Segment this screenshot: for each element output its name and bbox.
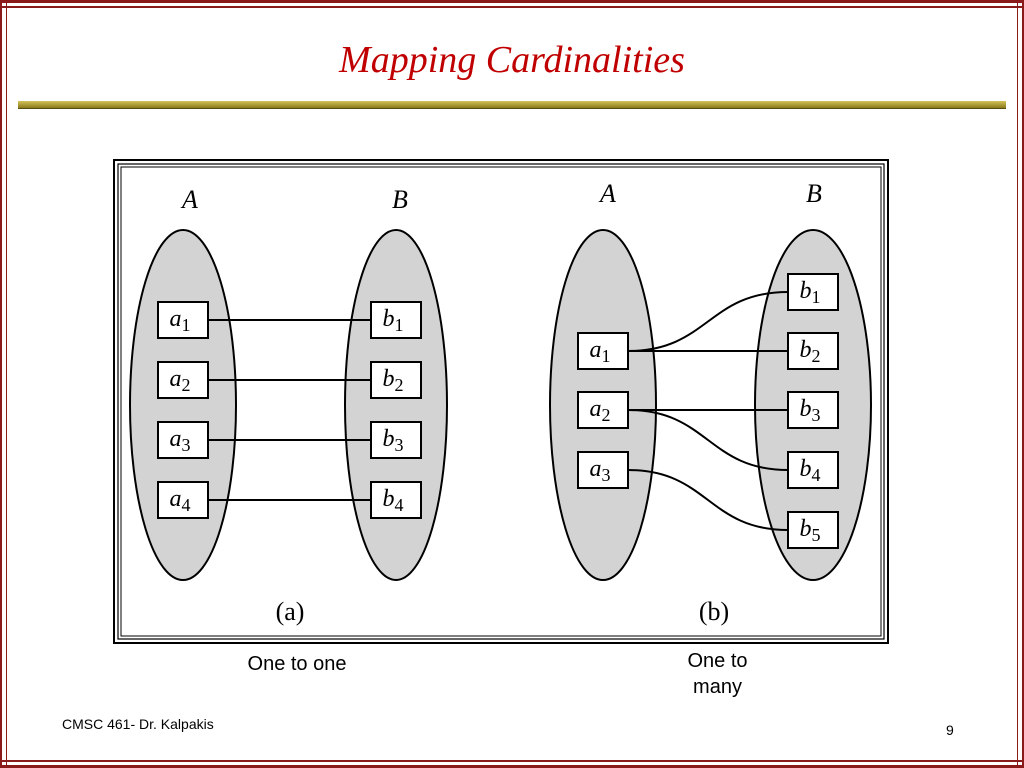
caption-one-to-many-line1: One to	[687, 650, 748, 672]
element-boxes: a1 a2 a3 a4 b1 b2 b3 b4 a1 a2 a3 b1 b2 b3 b4 b5	[157, 273, 839, 549]
element-a1-label: a1	[170, 306, 191, 335]
frame-top-outer	[0, 0, 1024, 3]
panel-a-set-b-label: B	[392, 185, 408, 214]
element-b2-box: b2	[787, 332, 839, 370]
footer-course: CMSC 461- Dr. Kalpakis	[62, 716, 214, 732]
panel-b-connector	[627, 291, 789, 352]
panel-b-connectors	[627, 291, 789, 531]
panel-a-label: (a)	[276, 597, 305, 626]
frame-right-inner	[1017, 0, 1018, 768]
element-b1-box: b1	[787, 273, 839, 311]
frame-left-inner	[6, 0, 7, 768]
element-b4-box: b4	[370, 481, 422, 519]
frame-bottom-inner	[0, 760, 1024, 762]
figure-border-inner	[117, 163, 885, 640]
figure-border-innermost	[120, 166, 882, 637]
panel-b-label: (b)	[699, 597, 729, 626]
element-a2-label: a2	[590, 396, 611, 425]
element-a1-box: a1	[577, 332, 629, 370]
element-a4-label: a4	[170, 486, 191, 515]
panel-a-connectors	[208, 319, 371, 501]
element-a3-label: a3	[170, 426, 191, 455]
element-a3-box: a3	[157, 421, 209, 459]
panel-b-set-a-label: A	[598, 179, 616, 208]
element-b2-label: b2	[383, 366, 404, 395]
element-b3-label: b3	[383, 426, 404, 455]
panel-b-set-b-label: B	[806, 179, 822, 208]
element-b1-label: b1	[383, 306, 404, 335]
element-a2-box: a2	[157, 361, 209, 399]
frame-top-inner	[0, 6, 1024, 8]
element-b1-box: b1	[370, 301, 422, 339]
element-b5-box: b5	[787, 511, 839, 549]
panel-b-connector	[627, 409, 789, 471]
element-b5-label: b5	[800, 516, 821, 545]
title-rule	[18, 101, 1006, 109]
caption-one-to-many-line2: many	[693, 676, 742, 698]
element-a1-box: a1	[157, 301, 209, 339]
element-b2-label: b2	[800, 337, 821, 366]
element-b1-label: b1	[800, 278, 821, 307]
element-b4-box: b4	[787, 451, 839, 489]
panel-a-set-a-ellipse	[129, 229, 237, 581]
element-a1-label: a1	[590, 337, 611, 366]
element-a4-box: a4	[157, 481, 209, 519]
caption-one-to-many: One to many	[660, 648, 775, 700]
element-a3-label: a3	[590, 456, 611, 485]
page-number: 9	[946, 722, 954, 738]
element-b3-box: b3	[787, 391, 839, 429]
panel-b-connector	[627, 469, 789, 531]
element-b3-label: b3	[800, 396, 821, 425]
element-a2-label: a2	[170, 366, 191, 395]
caption-one-to-one: One to one	[247, 653, 347, 675]
element-b2-box: b2	[370, 361, 422, 399]
element-b4-label: b4	[383, 486, 404, 515]
frame-bottom-outer	[0, 765, 1024, 768]
element-b4-label: b4	[800, 456, 821, 485]
panel-a-set-a-label: A	[180, 185, 198, 214]
slide-title: Mapping Cardinalities	[339, 39, 685, 81]
frame-left-outer	[0, 0, 2, 768]
element-a3-box: a3	[577, 451, 629, 489]
element-b3-box: b3	[370, 421, 422, 459]
element-a2-box: a2	[577, 391, 629, 429]
frame-right-outer	[1022, 0, 1024, 768]
panel-a-set-b-ellipse	[344, 229, 448, 581]
